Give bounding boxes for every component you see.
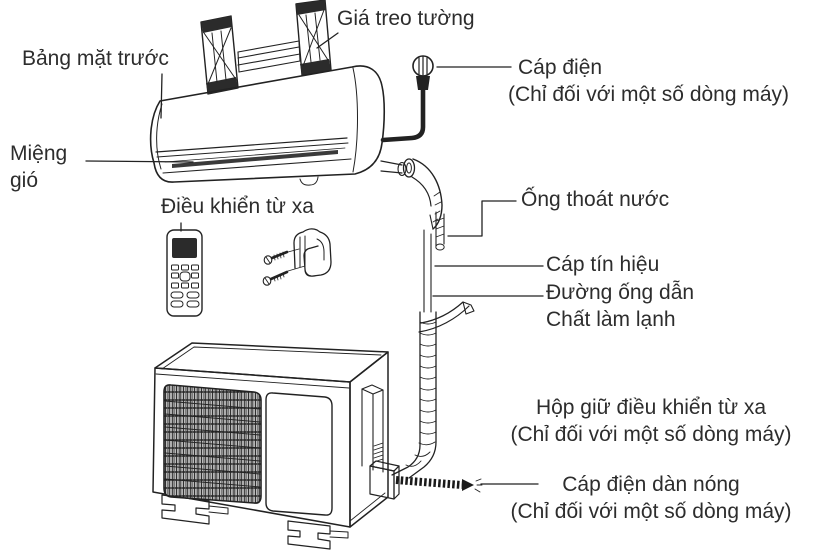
label-hop-giu-note: (Chỉ đối với một số dòng máy) <box>510 423 792 446</box>
label-mieng-gio: Miệng gió <box>10 142 68 192</box>
label-dieu-khien-tu-xa: Điều khiển từ xa <box>161 195 314 218</box>
label-cap-dien-dan-nong: Cáp điện dàn nóng <box>562 473 740 496</box>
label-cap-dien-note: (Chỉ đối với một số dòng máy) <box>508 83 790 106</box>
label-hop-giu-dieu-khien-tu-xa: Hộp giữ điều khiển từ xa <box>535 396 767 419</box>
pipe-bundle <box>380 158 475 479</box>
power-cable-plug <box>380 55 434 143</box>
label-cap-tin-hieu: Cáp tín hiệu <box>546 253 660 276</box>
label-cap-dien-block: Cáp điện (Chỉ đối với một số dòng máy) <box>508 54 789 108</box>
label-duong-ong-dan: Đường ống dẫn <box>546 281 695 304</box>
remote-holder <box>293 228 332 277</box>
label-duong-ong-dan-block: Đường ống dẫn Chất làm lạnh <box>546 279 694 333</box>
mounting-screws <box>262 248 306 286</box>
drain-hose <box>435 211 445 251</box>
wall-bracket <box>200 0 332 95</box>
label-cap-dien-dan-nong-note: (Chỉ đối với một số dòng máy) <box>510 500 792 523</box>
remote-control <box>166 229 203 317</box>
label-cap-dien-dan-nong-block: Cáp điện dàn nóng (Chỉ đối với một số dò… <box>505 471 797 525</box>
label-hop-giu-block: Hộp giữ điều khiển từ xa (Chỉ đối với mộ… <box>505 394 797 448</box>
label-bang-mat-truoc: Bảng mặt trước <box>22 47 169 70</box>
label-chat-lam-lanh: Chất làm lạnh <box>546 308 676 331</box>
leader-bang-mat-truoc <box>160 73 163 119</box>
leader-ong-thoat-nuoc <box>447 200 517 237</box>
leader-mieng-gio <box>85 160 194 163</box>
outdoor-power-cable <box>395 476 483 493</box>
label-ong-thoat-nuoc: Ống thoát nước <box>521 188 670 211</box>
leader-lines <box>85 32 544 485</box>
leader-gia-treo-tuong <box>316 32 339 49</box>
outdoor-unit <box>152 342 400 550</box>
label-cap-dien: Cáp điện <box>518 56 603 79</box>
label-gia-treo-tuong: Giá treo tường <box>337 7 475 30</box>
indoor-unit <box>149 65 386 186</box>
